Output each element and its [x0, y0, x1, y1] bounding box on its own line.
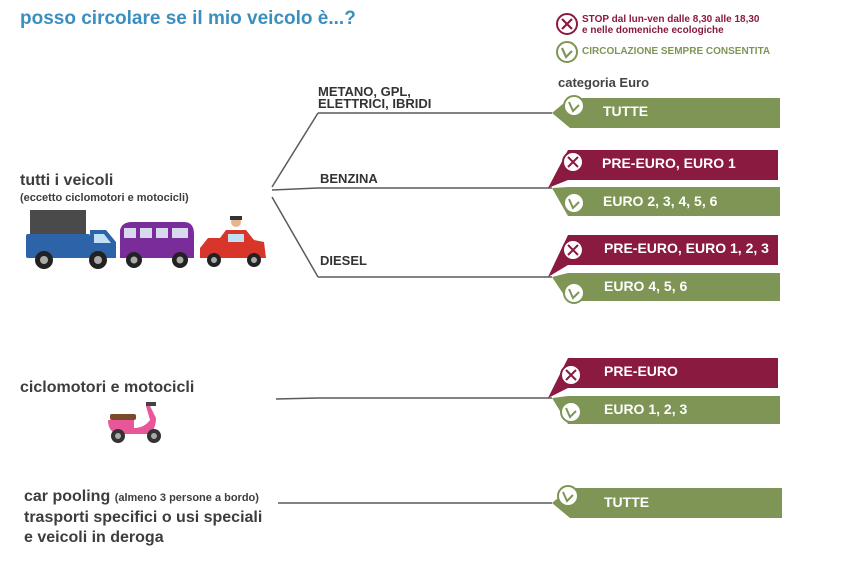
stop-icon-petrol: [562, 151, 584, 173]
check-icon-moto: [560, 401, 582, 423]
stop-icon-diesel: [562, 239, 584, 261]
group-all-label: tutti i veicoli: [20, 172, 114, 189]
band-gas-ok: TUTTE: [603, 103, 649, 119]
band-petrol-ok: EURO 2, 3, 4, 5, 6: [603, 193, 718, 209]
car-icon: [200, 216, 266, 267]
page-title: posso circolare se il mio veicolo è...?: [20, 8, 356, 29]
check-icon-pool: [557, 485, 579, 507]
category-header: categoria Euro: [558, 75, 650, 90]
check-icon-gas: [563, 95, 585, 117]
legend-ok: CIRCOLAZIONE SEMPRE CONSENTITA: [582, 46, 771, 57]
scooter-icon: [108, 402, 161, 443]
fuel-gas: METANO, GPL, ELETTRICI, IBRIDI: [318, 84, 432, 111]
check-icon: [556, 41, 578, 63]
band-diesel-stop: PRE-EURO, EURO 1, 2, 3: [604, 240, 769, 256]
group-pool-line2: trasporti specifici o usi speciali: [24, 509, 263, 526]
connector-diesel-diagonal: [271, 196, 319, 278]
vehicles-illustration: [26, 210, 266, 269]
group-all-note: (eccetto ciclomotori e motocicli): [20, 192, 189, 204]
band-petrol-stop-shape: [548, 150, 778, 188]
truck-icon: [26, 210, 116, 269]
group-pool: car pooling (almeno 3 persone a bordo) t…: [24, 487, 262, 548]
band-diesel-ok: EURO 4, 5, 6: [604, 278, 688, 294]
group-pool-label: car pooling: [24, 488, 111, 505]
connector-moto-stub: [275, 397, 319, 400]
band-diesel-ok-shape: [552, 273, 780, 301]
stop-icon-moto: [560, 364, 582, 386]
band-pool-ok-shape: [552, 488, 782, 518]
group-pool-note: (almeno 3 persone a bordo): [114, 492, 259, 504]
check-icon-diesel: [563, 282, 585, 304]
connector-petrol-stub: [271, 187, 319, 191]
fuel-gas-line2: ELETTRICI, IBRIDI: [318, 96, 432, 111]
band-petrol-ok-shape: [552, 187, 780, 216]
legend-stop: STOP dal lun-ven dalle 8,30 alle 18,30 e…: [582, 14, 760, 36]
band-petrol-stop: PRE-EURO, EURO 1: [602, 155, 736, 171]
band-moto-stop-shape: [548, 358, 778, 398]
connector-gas-diagonal: [271, 112, 319, 188]
van-icon: [120, 222, 194, 268]
band-gas-ok-shape: [552, 98, 780, 128]
band-moto-ok: EURO 1, 2, 3: [604, 401, 688, 417]
legend-stop-line2: e nelle domeniche ecologiche: [582, 25, 724, 36]
band-moto-ok-shape: [552, 396, 780, 424]
fuel-gas-line1: METANO, GPL,: [318, 84, 411, 99]
fuel-petrol: BENZINA: [320, 171, 378, 186]
group-moto-label: ciclomotori e motocicli: [20, 379, 195, 396]
group-pool-line3: e veicoli in deroga: [24, 529, 164, 546]
legend-stop-line1: STOP dal lun-ven dalle 8,30 alle 18,30: [582, 14, 760, 25]
fuel-diesel: DIESEL: [320, 253, 367, 268]
band-moto-stop: PRE-EURO: [604, 363, 678, 379]
check-icon-petrol: [563, 192, 585, 214]
band-diesel-stop-shape: [548, 235, 778, 277]
band-pool-ok: TUTTE: [604, 494, 650, 510]
stop-icon: [556, 13, 578, 35]
